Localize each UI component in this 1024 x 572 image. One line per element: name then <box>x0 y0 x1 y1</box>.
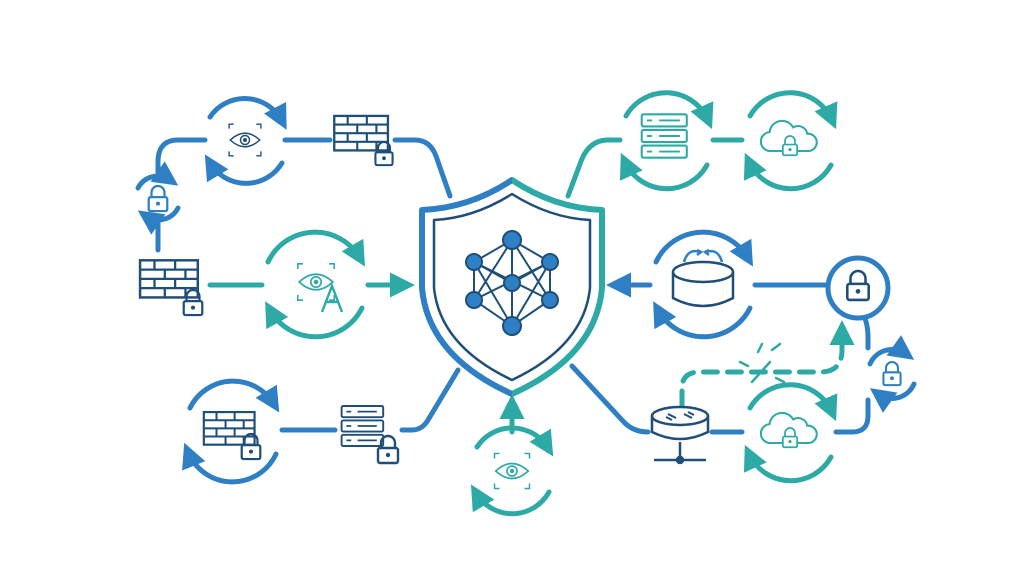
padlock-icon[interactable] <box>882 360 902 387</box>
firewall-lock-icon[interactable] <box>138 259 204 317</box>
cloud-lock-icon[interactable] <box>759 411 818 449</box>
cycle-rings <box>135 90 917 517</box>
router-icon[interactable] <box>650 405 710 465</box>
cloud-lock-icon[interactable] <box>759 119 818 157</box>
database-sync-icon[interactable] <box>671 248 735 308</box>
eye-scan-icon[interactable] <box>228 123 262 157</box>
padlock-icon <box>240 432 262 461</box>
padlock-icon <box>781 427 799 449</box>
padlock-icon <box>182 288 204 317</box>
link-shield-router <box>569 363 651 435</box>
eye-scan-icon[interactable] <box>296 262 344 313</box>
eye-scan-icon[interactable] <box>493 452 531 490</box>
cycle-firewall-bottom-left <box>182 378 280 485</box>
link-firewall-top-left-shield <box>392 137 453 199</box>
padlock-icon[interactable] <box>825 255 891 321</box>
cycle-cloud-top-right <box>743 90 838 192</box>
server-rack-icon[interactable] <box>640 113 688 159</box>
cycle-cloud-bottom-right <box>743 382 838 484</box>
cycle-monitor-bottom <box>470 425 554 517</box>
broken-link-icon <box>738 342 786 384</box>
firewall-lock-icon[interactable] <box>202 410 262 461</box>
padlock-icon <box>374 140 394 167</box>
link-cloud-lock-far-right <box>833 397 871 435</box>
padlock-icon[interactable] <box>147 184 169 213</box>
link-shield-server-top <box>565 137 623 199</box>
server-lock-icon[interactable] <box>340 405 400 465</box>
link-server-shield <box>399 367 461 433</box>
link-monitor-lock-left <box>155 137 208 181</box>
cycle-lock-far-right <box>867 335 917 413</box>
shield-network-icon[interactable] <box>419 177 605 397</box>
cycle-server-top-right <box>619 90 714 192</box>
cycle-lock-left <box>135 161 181 235</box>
cycle-monitor-mid-left <box>265 229 366 340</box>
firewall-lock-icon[interactable] <box>333 114 394 167</box>
padlock-icon <box>781 135 799 157</box>
cycle-database-right <box>653 229 754 340</box>
cycle-monitor-top-left <box>204 96 287 186</box>
padlock-icon <box>376 434 400 465</box>
